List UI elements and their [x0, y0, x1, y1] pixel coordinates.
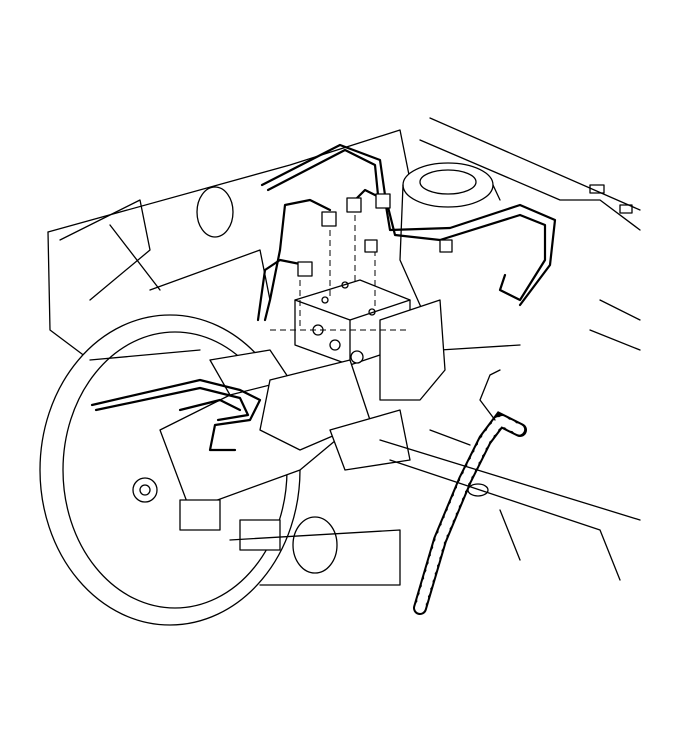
- brake-lines-stroke: [178, 398, 242, 412]
- brake-line-fittings-stroke: [375, 193, 391, 209]
- master-cylinder-stroke: [292, 516, 338, 574]
- brake-lines-stroke: [266, 148, 380, 197]
- fender-panel-stroke: [589, 329, 641, 351]
- firewall-panel-stroke: [109, 224, 161, 291]
- brake-booster-stroke: [139, 484, 151, 496]
- brake-lines-stroke: [353, 188, 557, 307]
- abs-modulator-block-stroke: [379, 299, 446, 401]
- abs-modulator-block-stroke: [368, 308, 376, 316]
- brake-lines-stroke: [260, 143, 547, 302]
- brake-line-fittings-stroke: [439, 239, 453, 253]
- wiring-harness-conduit-stroke: [415, 413, 525, 613]
- frame-rail: [379, 439, 641, 581]
- booster-stud-nut: [132, 477, 158, 503]
- wiring-harness-conduit-stroke: [467, 483, 489, 497]
- strut-tower-stroke: [492, 184, 501, 201]
- abs-modulator-block: [259, 279, 446, 471]
- brake-line-fittings-stroke: [364, 239, 378, 253]
- modulator-bracket: [329, 409, 411, 471]
- brake-line-fittings-stroke: [346, 197, 362, 213]
- master-cylinder-stroke: [239, 519, 281, 551]
- strut-tower: [399, 162, 521, 351]
- firewall-panel-stroke: [59, 199, 151, 301]
- fender-panel-stroke: [599, 299, 641, 321]
- wiring-harness-conduit-stroke: [429, 429, 471, 446]
- firewall-panel-stroke: [149, 249, 271, 301]
- fender-panel-stroke: [619, 204, 633, 214]
- abs-modulator-block-stroke: [341, 281, 349, 289]
- fender-panel-stroke: [589, 184, 605, 194]
- fender-panel-stroke: [429, 117, 641, 211]
- brake-line-fittings-stroke: [321, 211, 337, 227]
- frame-rail-stroke: [389, 459, 621, 581]
- brake-lines-stroke: [256, 258, 307, 322]
- brake-line-fittings: [297, 193, 453, 277]
- master-cylinder-port: [179, 499, 221, 531]
- wiring-harness-conduit-stroke: [479, 369, 501, 421]
- fender-panel-stroke: [419, 139, 641, 231]
- brake-lines-stroke: [263, 198, 332, 322]
- wiring-harness-conduit-stroke: [413, 411, 527, 615]
- brake-booster-stroke: [89, 349, 201, 361]
- brake-lines-stroke: [94, 386, 250, 422]
- frame-rail-stroke: [379, 439, 641, 521]
- firewall-panel-stroke: [196, 186, 234, 238]
- wiring-harness-conduit: [413, 369, 527, 615]
- brake-lines-stroke: [90, 378, 262, 452]
- strut-tower-stroke: [419, 169, 477, 195]
- abs-modulator-block-stroke: [329, 339, 341, 351]
- frame-rail-stroke: [499, 509, 521, 561]
- firewall-panel-stroke: [47, 231, 91, 361]
- master-cylinder-stroke: [229, 529, 401, 586]
- brake-lines: [90, 143, 557, 452]
- mounting-bolt: [350, 350, 364, 364]
- fender-panel: [419, 117, 641, 351]
- firewall-panel-stroke: [47, 129, 411, 233]
- brake-line-fittings-stroke: [297, 261, 313, 277]
- strut-tower-stroke: [399, 184, 521, 351]
- abs-modulator-block-stroke: [321, 296, 329, 304]
